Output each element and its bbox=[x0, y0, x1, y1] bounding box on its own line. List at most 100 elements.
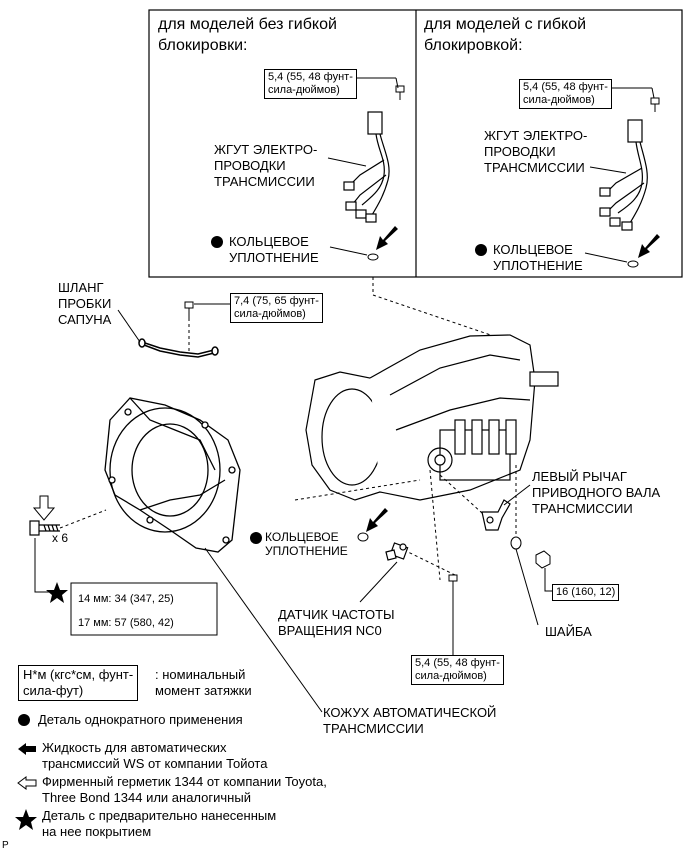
converter-housing-drawing bbox=[104, 397, 241, 553]
legend-precoated-line2: на нее покрытием bbox=[42, 824, 152, 839]
legend-unit-desc: : номинальный момент затяжки bbox=[155, 667, 252, 699]
right-panel-title-line2: блокировкой: bbox=[424, 37, 523, 54]
right-panel-title-line1: для моделей с гибкой bbox=[424, 16, 587, 33]
left-panel-title: для моделей без гибкой блокировки: bbox=[158, 14, 337, 56]
legend-item-precoated: Деталь с предварительно нанесенным на не… bbox=[42, 808, 276, 840]
left-harness-line1: ЖГУТ ЭЛЕКТРО- bbox=[214, 142, 318, 157]
bolt-count: x 6 bbox=[52, 531, 69, 545]
left-panel-bolt bbox=[395, 85, 405, 100]
right-panel-torque-line2: сила-дюймов) bbox=[523, 94, 595, 106]
mid-oring-line2: УПЛОТНЕНИЕ bbox=[265, 544, 348, 558]
left-oring-circle-icon bbox=[211, 236, 223, 248]
sensor-torque: 5,4 (55, 48 фунт- сила-дюймов) bbox=[411, 655, 504, 685]
right-oring-label: КОЛЬЦЕВОЕ УПЛОТНЕНИЕ bbox=[493, 242, 583, 274]
sensor-torque-line2: сила-дюймов) bbox=[415, 670, 487, 682]
left-harness-line3: ТРАНСМИССИИ bbox=[214, 174, 315, 189]
left-oring-line1: КОЛЬЦЕВОЕ bbox=[229, 234, 309, 249]
legend-unit-desc-line2: момент затяжки bbox=[155, 683, 252, 698]
bolt-torque-14: 14 мм: 34 (347, 25) bbox=[78, 593, 174, 605]
mid-oring-label: КОЛЬЦЕВОЕ УПЛОТНЕНИЕ bbox=[265, 530, 348, 558]
breather-line3: САПУНА bbox=[58, 312, 112, 327]
washer-shape bbox=[510, 536, 522, 550]
transmission-drawing bbox=[305, 334, 559, 501]
legend-unit-box: Н*м (кгс*см, фунт- сила-фут) bbox=[18, 665, 139, 701]
breather-torque-line1: 7,4 (75, 65 фунт- bbox=[234, 295, 319, 307]
right-panel-title: для моделей с гибкой блокировкой: bbox=[424, 14, 586, 56]
breather-hose-drawing bbox=[138, 338, 219, 358]
left-oring-line2: УПЛОТНЕНИЕ bbox=[229, 250, 319, 265]
washer-label: ШАЙБА bbox=[545, 624, 592, 639]
lever-line2: ПРИВОДНОГО ВАЛА bbox=[532, 485, 661, 500]
legend-item-fluid: Жидкость для автоматических трансмиссий … bbox=[42, 740, 267, 772]
lever-line1: ЛЕВЫЙ РЫЧАГ bbox=[532, 469, 627, 484]
right-oring-shape bbox=[627, 260, 639, 268]
legend-sealant-arrow-icon bbox=[17, 776, 37, 790]
lever-torque: 16 (160, 12) bbox=[552, 584, 620, 601]
left-oring-label: КОЛЬЦЕВОЕ УПЛОТНЕНИЕ bbox=[229, 234, 319, 266]
legend-fluid-line2: трансмиссий WS от компании Тойота bbox=[42, 756, 268, 771]
breather-torque-line2: сила-дюймов) bbox=[234, 308, 306, 320]
left-panel-title-line2: блокировки: bbox=[158, 37, 248, 54]
legend-sealant-line2: Three Bond 1344 или аналогичный bbox=[42, 790, 251, 805]
sensor-torque-line1: 5,4 (55, 48 фунт- bbox=[415, 657, 500, 669]
breather-label: ШЛАНГ ПРОБКИ САПУНА bbox=[58, 280, 111, 328]
legend-precoated-line1: Деталь с предварительно нанесенным bbox=[42, 808, 277, 823]
lever-nut bbox=[535, 550, 551, 569]
legend-fluid-arrow-icon bbox=[18, 743, 36, 755]
right-oring-arrow-icon bbox=[638, 234, 660, 258]
bolt-star-icon bbox=[46, 582, 68, 603]
mid-oring-arrow-icon bbox=[366, 508, 388, 532]
bolt-torque-box bbox=[70, 582, 218, 636]
legend-star-icon bbox=[15, 809, 37, 830]
breather-bolt bbox=[184, 301, 194, 318]
housing-label: КОЖУХ АВТОМАТИЧЕСКОЙ ТРАНСМИССИИ bbox=[323, 705, 496, 737]
left-panel-torque-line1: 5,4 (55, 48 фунт- bbox=[268, 71, 353, 83]
breather-line1: ШЛАНГ bbox=[58, 280, 104, 295]
right-panel-torque-line1: 5,4 (55, 48 фунт- bbox=[523, 81, 608, 93]
legend-item-sealant: Фирменный герметик 1344 от компании Toyo… bbox=[42, 774, 327, 806]
right-panel-torque: 5,4 (55, 48 фунт- сила-дюймов) bbox=[519, 79, 612, 109]
left-harness-line2: ПРОВОДКИ bbox=[214, 158, 286, 173]
right-harness-drawing bbox=[599, 119, 648, 231]
right-harness-label: ЖГУТ ЭЛЕКТРО- ПРОВОДКИ ТРАНСМИССИИ bbox=[484, 128, 587, 176]
right-harness-line1: ЖГУТ ЭЛЕКТРО- bbox=[484, 128, 588, 143]
legend-unit-desc-line1: : номинальный bbox=[155, 667, 246, 682]
bolt-torque-17: 17 мм: 57 (580, 42) bbox=[78, 617, 174, 629]
left-oring-arrow-icon bbox=[376, 226, 398, 250]
left-harness-label: ЖГУТ ЭЛЕКТРО- ПРОВОДКИ ТРАНСМИССИИ bbox=[214, 142, 317, 190]
breather-torque: 7,4 (75, 65 фунт- сила-дюймов) bbox=[230, 293, 323, 323]
left-oring-shape bbox=[367, 253, 379, 261]
lever-drawing bbox=[481, 499, 511, 531]
right-harness-line3: ТРАНСМИССИИ bbox=[484, 160, 585, 175]
housing-line2: ТРАНСМИССИИ bbox=[323, 721, 424, 736]
legend-unit-line1: Н*м (кгс*см, фунт- bbox=[23, 667, 134, 682]
legend-fluid-line1: Жидкость для автоматических bbox=[42, 740, 227, 755]
legend-circle-icon bbox=[18, 714, 30, 726]
breather-line2: ПРОБКИ bbox=[58, 296, 112, 311]
housing-line1: КОЖУХ АВТОМАТИЧЕСКОЙ bbox=[323, 705, 497, 720]
right-oring-circle-icon bbox=[475, 244, 487, 256]
right-oring-line1: КОЛЬЦЕВОЕ bbox=[493, 242, 573, 257]
speed-sensor-drawing bbox=[385, 542, 409, 561]
right-panel-bolt bbox=[650, 97, 660, 112]
right-oring-line2: УПЛОТНЕНИЕ bbox=[493, 258, 583, 273]
mid-oring-circle-icon bbox=[250, 532, 262, 544]
left-panel-title-line1: для моделей без гибкой bbox=[158, 16, 337, 33]
mid-oring-shape bbox=[357, 532, 369, 542]
sensor-bolt bbox=[448, 574, 458, 592]
figure-code: P bbox=[2, 840, 9, 851]
legend-sealant-line1: Фирменный герметик 1344 от компании Toyo… bbox=[42, 774, 327, 789]
speed-sensor-line1: ДАТЧИК ЧАСТОТЫ bbox=[278, 607, 395, 622]
mid-oring-line1: КОЛЬЦЕВОЕ bbox=[265, 530, 339, 544]
legend-unit-line2: сила-фут) bbox=[23, 683, 84, 698]
left-panel-torque-line2: сила-дюймов) bbox=[268, 84, 340, 96]
sealant-arrow-icon bbox=[32, 495, 56, 521]
lever-line3: ТРАНСМИССИИ bbox=[532, 501, 633, 516]
speed-sensor-label: ДАТЧИК ЧАСТОТЫ ВРАЩЕНИЯ NC0 bbox=[278, 607, 395, 639]
left-harness-drawing bbox=[343, 111, 390, 223]
left-panel-torque: 5,4 (55, 48 фунт- сила-дюймов) bbox=[264, 69, 357, 99]
lever-label: ЛЕВЫЙ РЫЧАГ ПРИВОДНОГО ВАЛА ТРАНСМИССИИ bbox=[532, 469, 660, 517]
housing-bolt bbox=[29, 520, 60, 536]
legend-item-single-use: Деталь однократного применения bbox=[38, 712, 243, 727]
